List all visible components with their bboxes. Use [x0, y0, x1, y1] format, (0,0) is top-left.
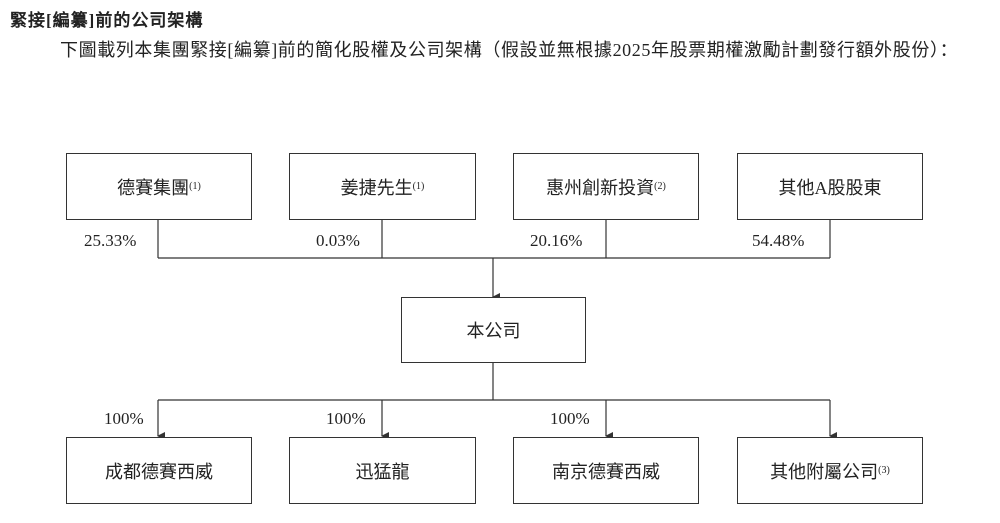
subsidiary-box: 成都德賽西威: [66, 437, 252, 504]
shareholder-name: 德賽集團: [117, 177, 190, 198]
shareholder-name: 其他A股股東: [778, 177, 882, 198]
shareholder-name: 惠州創新投資: [546, 177, 655, 198]
shareholding-percent: 54.48%: [752, 231, 805, 250]
footnote-marker: (1): [412, 181, 425, 192]
section-heading: 緊接[編纂]前的公司架構: [10, 11, 204, 30]
shareholding-percent: 0.03%: [316, 231, 360, 250]
ownership-percent: 100%: [104, 409, 144, 428]
footnote-marker: (3): [878, 465, 890, 476]
intro-paragraph: 下圖載列本集團緊接[編纂]前的簡化股權及公司架構（假設並無根據2025年股票期權…: [60, 40, 959, 60]
subsidiary-name: 其他附屬公司: [770, 461, 879, 482]
shareholder-box: 其他A股股東: [737, 153, 923, 220]
footnote-marker: (1): [189, 181, 201, 192]
shareholding-percent: 25.33%: [84, 231, 137, 250]
shareholder-box: 惠州創新投資(2): [513, 153, 699, 220]
ownership-percent: 100%: [326, 409, 366, 428]
subsidiary-box: 南京德賽西威: [513, 437, 699, 504]
subsidiary-name: 成都德賽西威: [105, 461, 213, 482]
subsidiary-name: 南京德賽西威: [552, 461, 660, 482]
shareholder-box: 姜捷先生(1): [289, 153, 476, 220]
subsidiary-box: 其他附屬公司(3): [737, 437, 923, 504]
subsidiary-box: 迅猛龍: [289, 437, 476, 504]
footnote-marker: (2): [654, 181, 666, 192]
company-name: 本公司: [466, 321, 521, 341]
shareholder-box: 德賽集團(1): [66, 153, 252, 220]
ownership-percent: 100%: [550, 409, 590, 428]
subsidiary-name: 迅猛龍: [355, 461, 410, 482]
shareholder-name: 姜捷先生: [340, 177, 413, 198]
shareholding-percent: 20.16%: [530, 231, 583, 250]
company-box: 本公司: [401, 297, 586, 363]
